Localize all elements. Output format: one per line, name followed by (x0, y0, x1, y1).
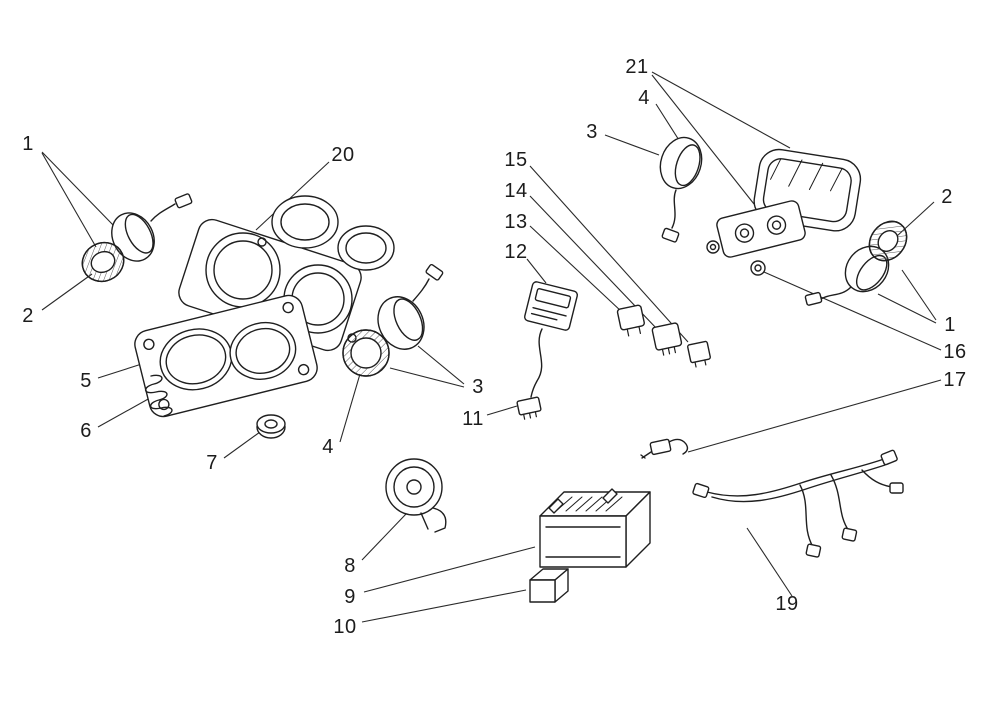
callout-1-right: 1 (944, 314, 956, 336)
turn-signal-front-left-lens (81, 241, 125, 283)
callout-7-grommet: 7 (206, 452, 218, 474)
callout-10-fuse: 10 (333, 616, 357, 638)
battery (539, 488, 651, 568)
tail-light-grommet (750, 260, 766, 276)
callout-9-battery: 9 (344, 586, 356, 608)
callout-16-grommet: 16 (943, 341, 967, 363)
cdi-unit (516, 281, 579, 420)
fuse (529, 568, 569, 603)
callout-17-switch: 17 (943, 369, 967, 391)
grommet (256, 414, 286, 439)
callout-19-harness: 19 (775, 593, 799, 615)
callout-6-spring: 6 (80, 420, 92, 442)
callout-14-flasher: 14 (504, 180, 528, 202)
relay-small (616, 304, 645, 337)
headlight-gasket (134, 294, 318, 418)
callout-20-headlight: 20 (331, 144, 355, 166)
callout-12-cdi: 12 (504, 241, 528, 263)
callout-8-horn: 8 (344, 555, 356, 577)
turn-signal-front-left (81, 193, 193, 283)
callout-3-top: 3 (586, 121, 598, 143)
callout-2-front-left: 2 (22, 305, 34, 327)
callout-5-gasket: 5 (80, 370, 92, 392)
callout-3-center: 3 (472, 376, 484, 398)
callout-15-diode: 15 (504, 149, 528, 171)
turn-signal-rear-right-lens (868, 220, 908, 262)
callout-11-connector: 11 (462, 408, 484, 430)
turn-signal-front-right-lens (342, 329, 390, 377)
diode (687, 340, 711, 368)
brake-light-switch (640, 438, 689, 459)
turn-signal-rear-left (659, 136, 703, 243)
callout-1-front-left: 1 (22, 133, 34, 155)
wiring-harness (692, 449, 904, 558)
spring (144, 374, 173, 417)
callout-21-tail-light: 21 (625, 56, 649, 78)
tail-light-screw (706, 240, 720, 254)
callout-4-center: 4 (322, 436, 334, 458)
callout-4-top: 4 (638, 87, 650, 109)
turn-signal-front-right (342, 263, 444, 377)
flasher-relay (651, 322, 683, 356)
tail-light-base (716, 200, 806, 258)
callout-2-right: 2 (941, 186, 953, 208)
callout-13-relay: 13 (504, 211, 528, 233)
turn-signal-rear-right (804, 220, 908, 306)
connector-plug (516, 396, 542, 420)
horn (385, 458, 447, 533)
